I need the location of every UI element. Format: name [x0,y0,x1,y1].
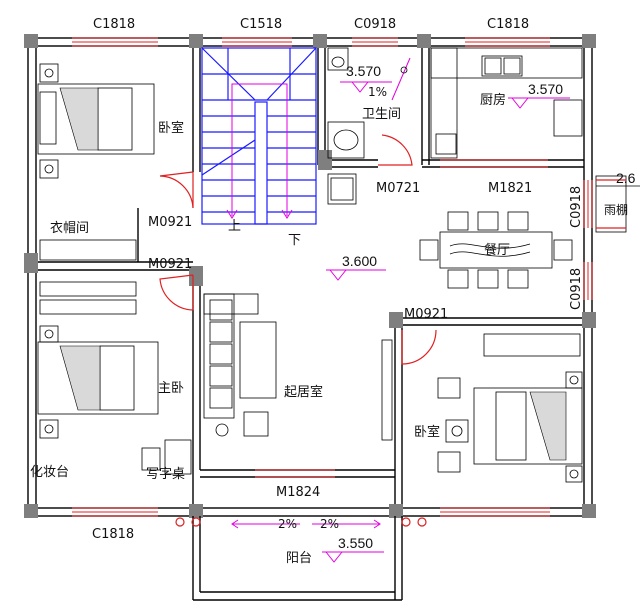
window-label-top-left: C1818 [93,17,135,32]
interior-walls [36,46,584,508]
door-label-kitchen: M1821 [488,181,532,196]
balcony-slope-left: 2% [278,517,297,531]
kitchen-fixtures [430,47,583,159]
door-label-closet: M0921 [148,215,192,230]
door-label-master: M0921 [148,257,192,272]
room-label-bedroom-nw: 卧室 [158,120,184,136]
window-label-right-lower: C0918 [569,268,584,310]
bath-slope: 1% [368,85,387,99]
bed-se [437,333,583,483]
door-master [159,274,194,311]
stair-down-label: 下 [288,233,301,248]
windows [72,37,593,517]
living-level: 3.600 [342,253,377,269]
columns [24,34,596,518]
label-vanity: 化妆台 [30,465,69,480]
door-closet [159,171,194,209]
exterior-walls [27,37,593,517]
bathroom-fixtures [327,47,365,205]
bed-master [37,281,192,475]
canopy-label: 雨棚 [604,202,628,217]
room-label-closet: 衣帽间 [50,220,89,236]
bath-level-mark [340,81,392,93]
room-label-balcony: 阳台 [286,551,312,566]
canopy-level: 2.6 [616,170,636,186]
living-sofa [203,293,393,441]
bed-nw [37,63,155,179]
kitchen-level: 3.570 [528,81,563,97]
stair-up-label: 上 [228,219,241,234]
balcony-level-mark [322,551,384,563]
kitchen-level-mark [508,97,570,109]
door-living-bed [401,329,437,365]
living-level-mark [326,269,386,281]
window-label-top-kitchen: C1818 [487,17,529,32]
balcony [175,516,427,601]
canopy [595,175,627,233]
closet-wardrobe [39,239,137,261]
balcony-slope-right: 2% [320,517,339,531]
door-label-living-bed: M0921 [404,307,448,322]
room-label-bedroom-se: 卧室 [414,424,440,440]
balcony-level: 3.550 [338,535,373,551]
bath-level: 3.570 [346,63,381,79]
dining-table [419,211,573,289]
room-label-living: 起居室 [284,384,323,400]
room-label-dining: 餐厅 [484,242,510,258]
room-label-kitchen: 厨房 [480,92,506,108]
door-label-balcony: M1824 [276,485,320,500]
label-desk: 写字桌 [146,467,185,482]
window-label-top-bath: C0918 [354,17,396,32]
door-bath [378,134,413,166]
staircase [201,47,317,225]
room-label-bathroom: 卫生间 [362,107,401,122]
door-label-bath: M0721 [376,181,420,196]
room-label-master: 主卧 [158,381,184,396]
window-label-top-stair: C1518 [240,17,282,32]
window-label-bottom-left: C1818 [92,527,134,542]
window-label-right-upper: C0918 [569,186,584,228]
